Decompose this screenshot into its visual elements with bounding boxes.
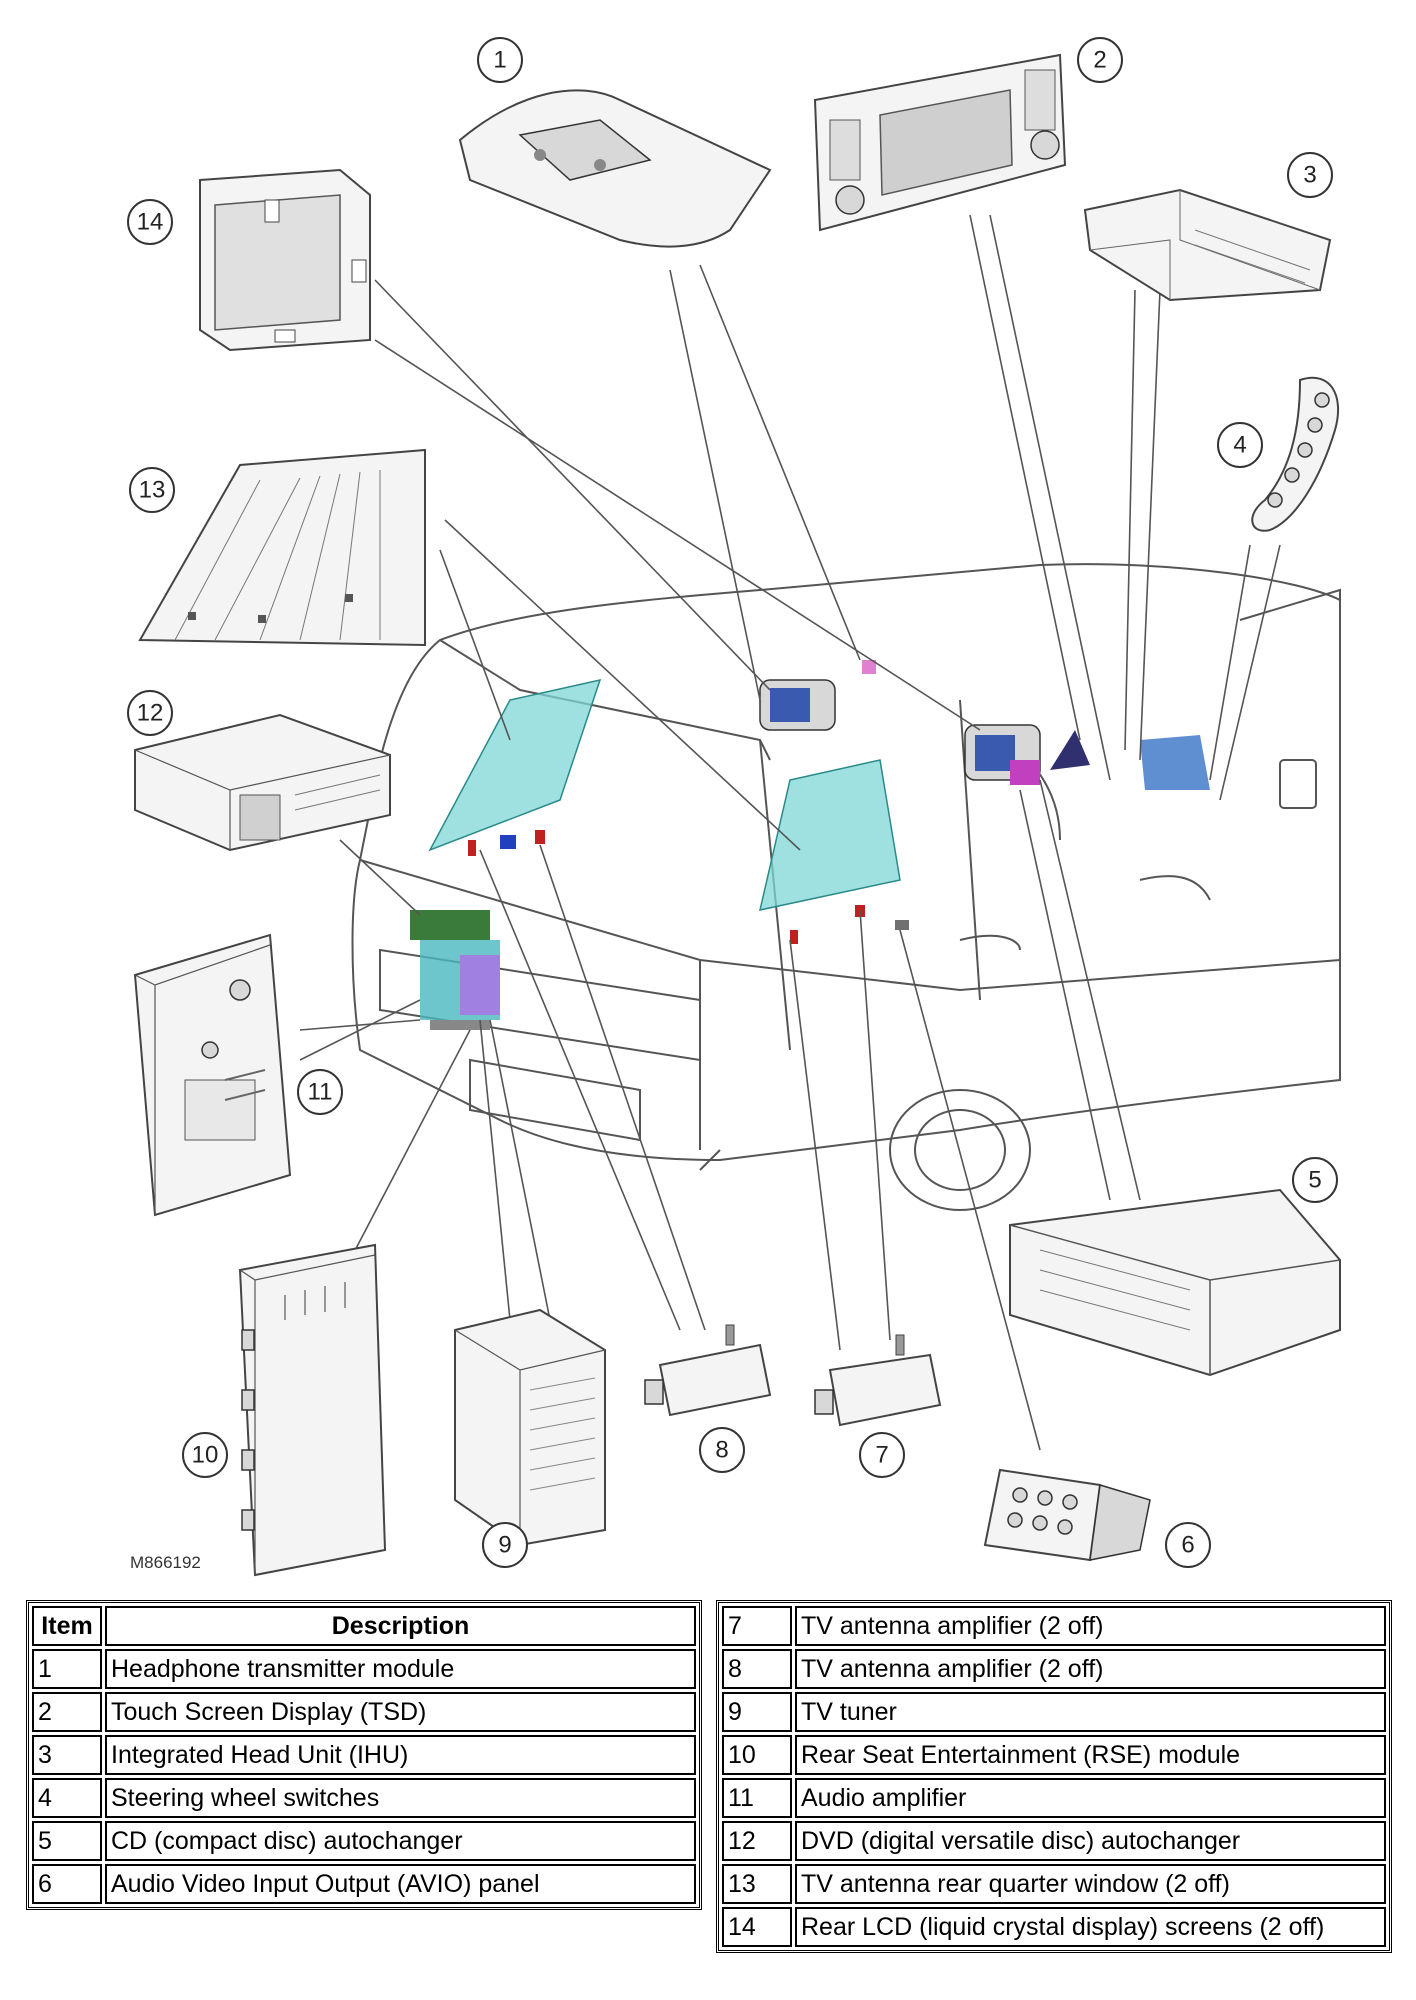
vehicle-outline [351,563,1341,1211]
svg-text:10: 10 [192,1442,219,1469]
callout-10: 10 [182,1432,228,1478]
header-item: Item [32,1606,102,1646]
item-number: 11 [722,1778,792,1818]
callout-4: 4 [1217,422,1263,468]
component-location-diagram: 1 2 3 4 5 6 7 8 9 10 11 12 13 14 M866192 [127,37,1341,1577]
item-number: 14 [722,1907,792,1947]
item-number: 1 [32,1649,102,1689]
component-14-rear-lcd-screen [199,168,371,352]
leader-lines [299,214,1281,1451]
svg-text:4: 4 [1233,432,1246,459]
callout-11: 11 [297,1069,343,1115]
item-description: TV antenna amplifier (2 off) [795,1606,1386,1646]
callout-5: 5 [1292,1157,1338,1203]
svg-text:3: 3 [1303,162,1316,189]
item-description: Rear LCD (liquid crystal display) screen… [795,1907,1386,1947]
component-9-tv-tuner [454,1308,606,1547]
component-10-rse-module [238,1243,387,1577]
svg-text:9: 9 [498,1532,511,1559]
item-number: 8 [722,1649,792,1689]
item-description: Rear Seat Entertainment (RSE) module [795,1735,1386,1775]
item-description: TV antenna rear quarter window (2 off) [795,1864,1386,1904]
item-number: 5 [32,1821,102,1861]
item-description: TV tuner [795,1692,1386,1732]
item-number: 13 [722,1864,792,1904]
component-8-tv-antenna-amplifier [644,1324,772,1417]
svg-text:2: 2 [1093,47,1106,74]
callout-14: 14 [127,199,173,245]
svg-text:6: 6 [1181,1532,1194,1559]
item-number: 2 [32,1692,102,1732]
svg-text:7: 7 [875,1442,888,1469]
component-2-touch-screen-display [813,53,1067,232]
callouts: 1 2 3 4 5 6 7 8 9 10 11 12 13 14 [127,37,1338,1568]
component-11-audio-amplifier [133,933,292,1217]
component-6-avio-panel [983,1468,1151,1562]
svg-text:13: 13 [139,477,166,504]
component-12-dvd-autochanger [134,713,391,852]
item-number: 9 [722,1692,792,1732]
figure-code: M866192 [130,1553,201,1572]
svg-text:1: 1 [493,47,506,74]
item-number: 3 [32,1735,102,1775]
svg-text:12: 12 [137,700,164,727]
callout-12: 12 [127,690,173,736]
component-13-tv-antenna-window [138,448,426,647]
svg-text:8: 8 [715,1437,728,1464]
callout-13: 13 [129,467,175,513]
item-description: Headphone transmitter module [105,1649,696,1689]
callout-7: 7 [859,1432,905,1478]
callout-3: 3 [1287,152,1333,198]
component-1-headphone-transmitter [458,89,772,248]
item-description: CD (compact disc) autochanger [105,1821,696,1861]
item-number: 12 [722,1821,792,1861]
callout-1: 1 [477,37,523,83]
legend-header-row: Item Description [32,1606,696,1646]
item-description: DVD (digital versatile disc) autochanger [795,1821,1386,1861]
item-number: 10 [722,1735,792,1775]
callout-9: 9 [482,1522,528,1568]
item-description: Steering wheel switches [105,1778,696,1818]
item-description: TV antenna amplifier (2 off) [795,1649,1386,1689]
callout-2: 2 [1077,37,1123,83]
item-description: Integrated Head Unit (IHU) [105,1735,696,1775]
component-5-cd-autochanger [1009,1188,1341,1377]
item-number: 6 [32,1864,102,1904]
component-3-integrated-head-unit [1083,188,1332,302]
callout-6: 6 [1165,1522,1211,1568]
component-4-steering-wheel-switches [1251,377,1340,532]
item-number: 4 [32,1778,102,1818]
item-number: 7 [722,1606,792,1646]
header-description: Description [105,1606,696,1646]
item-description: Touch Screen Display (TSD) [105,1692,696,1732]
callout-8: 8 [699,1427,745,1473]
item-description: Audio amplifier [795,1778,1386,1818]
item-description: Audio Video Input Output (AVIO) panel [105,1864,696,1904]
svg-text:14: 14 [137,209,164,236]
svg-text:11: 11 [308,1079,333,1106]
component-7-tv-antenna-amplifier [814,1334,942,1427]
svg-text:5: 5 [1308,1167,1321,1194]
